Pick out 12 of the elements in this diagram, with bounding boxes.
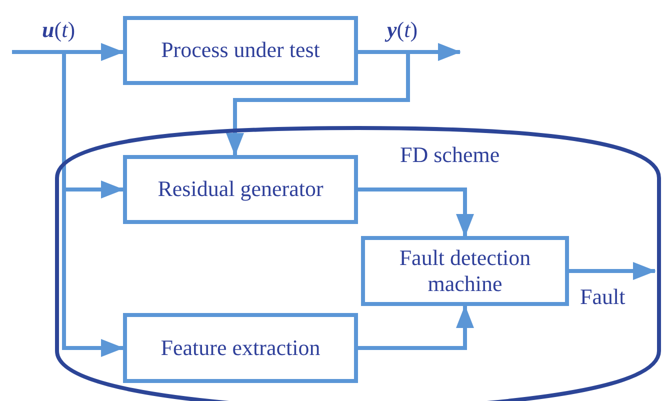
arrow: [12, 43, 124, 61]
process-box: Fault detection machine: [361, 236, 569, 306]
arrow: [358, 305, 474, 350]
arrow: [358, 188, 474, 237]
arrow: [226, 50, 410, 156]
process-box: Residual generator: [123, 155, 358, 224]
process-box: Feature extraction: [123, 313, 358, 383]
arrow: [569, 262, 656, 280]
scheme-boundary: [55, 126, 661, 401]
process-box: Process under test: [123, 16, 358, 85]
group-title: FD scheme: [400, 142, 500, 168]
arrow: [62, 52, 124, 357]
